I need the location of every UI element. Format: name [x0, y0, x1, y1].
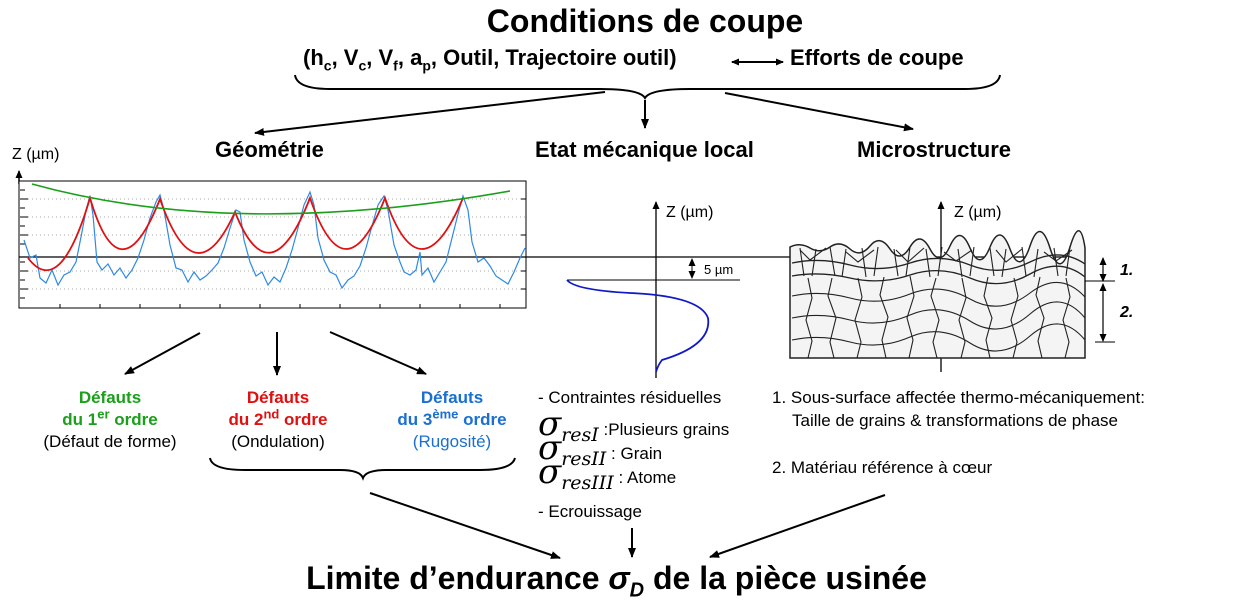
- residual-stresses-label: - Contraintes résiduelles: [538, 388, 722, 407]
- branch-microstructure: Microstructure: [857, 137, 1012, 162]
- stress-curve: [566, 279, 710, 373]
- stress-scale-2: σresII : Grain: [538, 428, 663, 470]
- stress-scale-1: σresI :Plusieurs grains: [538, 404, 730, 446]
- cutting-forces: Efforts de coupe: [790, 45, 964, 70]
- microstructure-image: [789, 201, 1115, 372]
- profile-z-label: Z (µm): [12, 146, 60, 163]
- micro-item-1-line2: Taille de grains & transformations de ph…: [792, 411, 1119, 430]
- diagram-title: Conditions de coupe: [486, 3, 804, 39]
- arrow-to-d3: [329, 331, 427, 375]
- defect-third-order: Défauts du 3ème ordre (Rugosité): [397, 388, 507, 451]
- branch-etat-mecanique: Etat mécanique local: [535, 137, 754, 162]
- micro-item-2: 2. Matériau référence à cœur: [772, 458, 993, 477]
- profile-plot: [15, 170, 1085, 309]
- endurance-limit-title: Limite d’endurance σD de la pièce usinée: [306, 560, 927, 602]
- micro-item-1-line1: 1. Sous-surface affectée thermo-mécaniqu…: [772, 388, 1145, 407]
- stress-plot: [566, 201, 740, 378]
- waviness-curve: [27, 194, 464, 271]
- layer-two-label: 2.: [1120, 304, 1134, 321]
- branch-geometrie: Géométrie: [215, 137, 324, 162]
- work-hardening-label: - Ecrouissage: [538, 502, 642, 521]
- cutting-parameters: (hc, Vc, Vf, ap, Outil, Trajectoire outi…: [303, 45, 677, 74]
- arrow-to-micro: [724, 92, 914, 132]
- arrow-final-left: [369, 492, 561, 559]
- top-brace: [294, 74, 1001, 101]
- depth-label: 5 µm: [704, 262, 734, 277]
- arrow-to-d1: [124, 332, 201, 375]
- stress-z-label: Z (µm): [666, 204, 714, 221]
- layer-one-label: 1.: [1120, 262, 1134, 279]
- defect-first-order: Défauts du 1er ordre (Défaut de forme): [43, 388, 177, 451]
- form-curve: [31, 183, 511, 215]
- micro-z-label: Z (µm): [954, 204, 1002, 221]
- defect-second-order: Défauts du 2nd ordre (Ondulation): [228, 388, 328, 451]
- bottom-brace: [209, 457, 516, 481]
- arrow-final-right: [709, 494, 886, 558]
- stress-scale-3: σresIII : Atome: [538, 452, 677, 494]
- roughness-curve: [23, 190, 526, 290]
- arrow-to-geometrie: [254, 91, 606, 136]
